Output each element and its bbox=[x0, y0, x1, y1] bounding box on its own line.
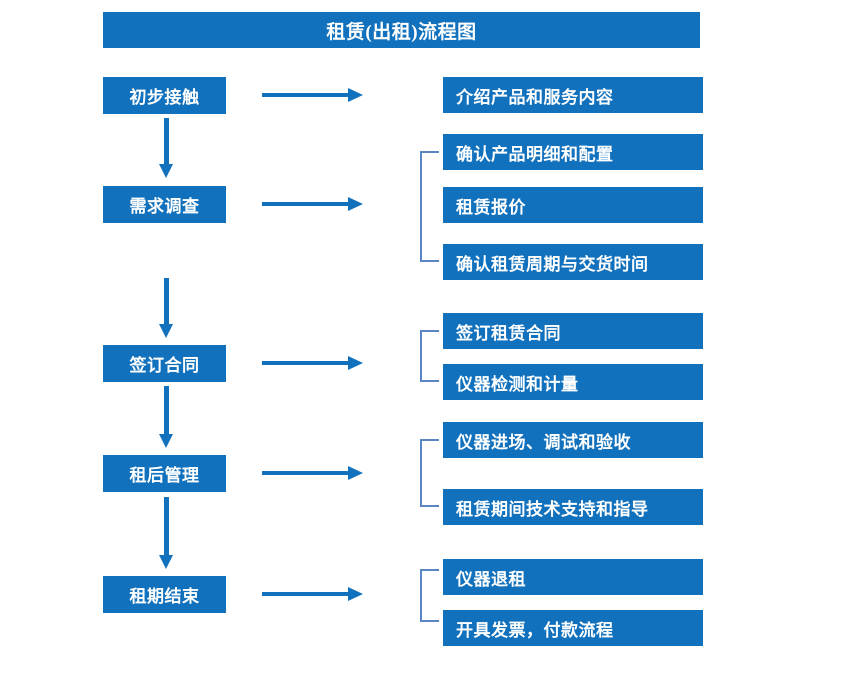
arrow-shaft bbox=[164, 278, 169, 325]
arrow-shaft bbox=[262, 202, 350, 206]
page-title: 租赁(出租)流程图 bbox=[103, 12, 700, 48]
arrow-shaft bbox=[164, 386, 169, 435]
vertical-arrow-2 bbox=[158, 278, 174, 338]
arrow-head bbox=[348, 466, 363, 480]
step-box-1[interactable]: 初步接触 bbox=[103, 77, 226, 114]
horizontal-arrow-3 bbox=[262, 355, 363, 371]
group-bracket-4 bbox=[420, 439, 439, 507]
arrow-head bbox=[159, 434, 173, 448]
arrow-shaft bbox=[164, 497, 169, 556]
arrow-head bbox=[348, 88, 363, 102]
arrow-shaft bbox=[164, 118, 169, 165]
detail-box-7[interactable]: 仪器进场、调试和验收 bbox=[443, 422, 703, 458]
arrow-shaft bbox=[262, 93, 350, 97]
group-bracket-5 bbox=[420, 569, 439, 622]
step-box-2[interactable]: 需求调查 bbox=[103, 186, 226, 223]
arrow-head bbox=[159, 164, 173, 178]
vertical-arrow-4 bbox=[158, 497, 174, 569]
horizontal-arrow-1 bbox=[262, 87, 363, 103]
detail-box-5[interactable]: 签订租赁合同 bbox=[443, 313, 703, 349]
arrow-head bbox=[159, 555, 173, 569]
detail-box-6[interactable]: 仪器检测和计量 bbox=[443, 364, 703, 400]
group-bracket-3 bbox=[420, 330, 439, 382]
detail-box-3[interactable]: 租赁报价 bbox=[443, 187, 703, 223]
step-box-3[interactable]: 签订合同 bbox=[103, 345, 226, 382]
horizontal-arrow-2 bbox=[262, 196, 363, 212]
arrow-shaft bbox=[262, 471, 350, 475]
detail-box-10[interactable]: 开具发票，付款流程 bbox=[443, 610, 703, 646]
detail-box-4[interactable]: 确认租赁周期与交货时间 bbox=[443, 244, 703, 280]
arrow-head bbox=[348, 197, 363, 211]
arrow-head bbox=[348, 587, 363, 601]
step-box-5[interactable]: 租期结束 bbox=[103, 576, 226, 613]
detail-box-2[interactable]: 确认产品明细和配置 bbox=[443, 134, 703, 170]
arrow-head bbox=[159, 324, 173, 338]
arrow-shaft bbox=[262, 361, 350, 365]
arrow-shaft bbox=[262, 592, 350, 596]
arrow-head bbox=[348, 356, 363, 370]
horizontal-arrow-5 bbox=[262, 586, 363, 602]
detail-box-8[interactable]: 租赁期间技术支持和指导 bbox=[443, 489, 703, 525]
vertical-arrow-1 bbox=[158, 118, 174, 178]
detail-box-1[interactable]: 介绍产品和服务内容 bbox=[443, 77, 703, 113]
vertical-arrow-3 bbox=[158, 386, 174, 448]
step-box-4[interactable]: 租后管理 bbox=[103, 455, 226, 492]
detail-box-9[interactable]: 仪器退租 bbox=[443, 559, 703, 595]
group-bracket-2 bbox=[420, 151, 439, 262]
horizontal-arrow-4 bbox=[262, 465, 363, 481]
